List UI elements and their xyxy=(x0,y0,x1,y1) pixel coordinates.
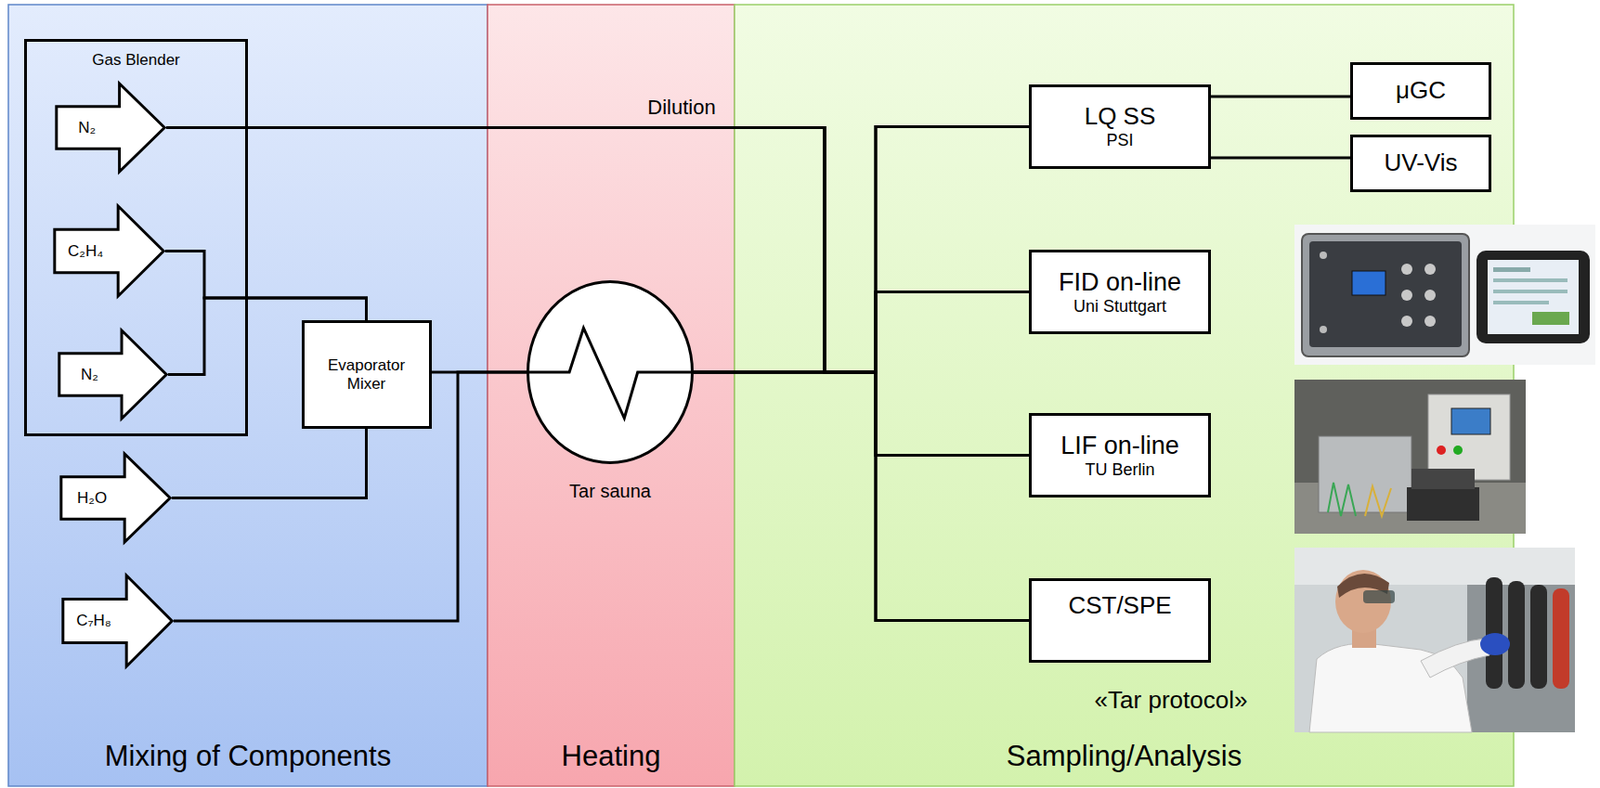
feed-arrow: N₂ xyxy=(57,328,169,421)
band-region: Sampling/Analysis LQ SSPSI μGC UV-VisFID on… xyxy=(734,4,1514,787)
lif-device-photo xyxy=(1294,379,1526,534)
feed-arrow: C₇H₈ xyxy=(61,573,174,669)
box-subtitle: Uni Stuttgart xyxy=(1073,297,1167,317)
box-title: LQ SS xyxy=(1084,103,1157,131)
instrument-box: FID on-lineUni Stuttgart xyxy=(1028,249,1211,335)
feed-arrow: C₂H₄ xyxy=(52,204,166,299)
pipe-line xyxy=(1210,95,1351,99)
pipe-line xyxy=(1210,156,1351,160)
instrument-box: μGC xyxy=(1350,62,1492,120)
band-title: Mixing of Components xyxy=(8,740,488,774)
process-box: Evaporator Mixer xyxy=(301,320,432,430)
box-title: UV-Vis xyxy=(1384,149,1458,178)
instrument-box: CST/SPE xyxy=(1028,578,1211,664)
mixing-band-ground xyxy=(8,4,488,787)
box-title: CST/SPE xyxy=(1067,592,1171,621)
group-box: Gas BlenderN₂ C₂H₄ N₂ xyxy=(24,39,248,437)
group-title: Gas Blender xyxy=(26,51,246,70)
edge-label: Dilution xyxy=(647,95,716,119)
box-subtitle: TU Berlin xyxy=(1084,460,1155,481)
instrument-box: LQ SSPSI xyxy=(1028,84,1211,170)
heating-band-ground xyxy=(487,4,735,787)
pipe-line xyxy=(171,429,367,499)
band-title: Sampling/Analysis xyxy=(734,740,1514,774)
arrow-shape xyxy=(59,452,172,545)
band-region: Heating Tar sauna xyxy=(487,4,735,787)
arrow-shape xyxy=(57,328,169,421)
box-title: μGC xyxy=(1395,77,1446,105)
note-label: «Tar protocol» xyxy=(1094,687,1249,716)
band-region: Mixing of Components Gas BlenderN₂ C₂H₄ N₂ E… xyxy=(8,4,488,787)
operator-photo xyxy=(1294,547,1575,733)
feed-arrow: H₂O xyxy=(59,452,172,545)
heater-circle: Tar sauna xyxy=(526,280,694,465)
pipe-line xyxy=(693,372,1029,456)
feed-label: N₂ xyxy=(80,365,99,385)
box-title: LIF on-line xyxy=(1060,431,1180,461)
band-title: Heating xyxy=(487,740,735,774)
instrument-box: LIF on-lineTU Berlin xyxy=(1028,413,1211,498)
fid-device-photo xyxy=(1294,224,1596,365)
instrument-box: UV-Vis xyxy=(1350,134,1492,193)
heater-symbol xyxy=(526,280,694,465)
feed-label: N₂ xyxy=(78,118,96,138)
feed-label: C₂H₄ xyxy=(67,242,104,261)
box-title: FID on-line xyxy=(1058,268,1182,298)
feed-label: C₇H₈ xyxy=(76,611,111,631)
feed-arrow: N₂ xyxy=(54,81,167,174)
pipe-line xyxy=(166,128,1029,622)
feed-label: H₂O xyxy=(77,489,107,508)
box-subtitle: PSI xyxy=(1105,130,1133,151)
heater-label: Tar sauna xyxy=(507,481,713,503)
arrow-shape xyxy=(54,81,167,174)
box-title: Evaporator Mixer xyxy=(316,356,417,393)
pipe-line xyxy=(693,127,1029,374)
pipe-line xyxy=(693,372,1029,622)
pipe-line xyxy=(693,292,1029,374)
pipe-line xyxy=(165,251,367,322)
